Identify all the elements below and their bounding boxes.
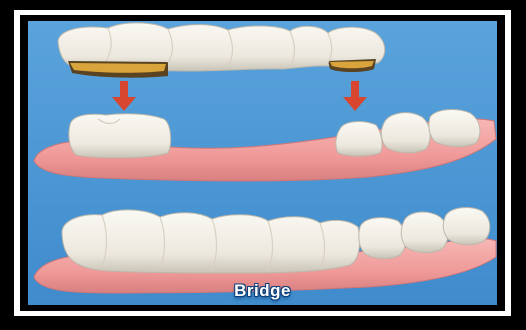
prepared-tooth-stump-icon bbox=[69, 114, 171, 158]
bridge-illustration bbox=[28, 21, 497, 305]
illustration-panel: Bridge bbox=[28, 21, 497, 305]
prepared-tooth-stump-icon bbox=[336, 122, 382, 156]
caption-label: Bridge bbox=[28, 281, 497, 301]
dental-bridge-icon bbox=[58, 23, 385, 78]
